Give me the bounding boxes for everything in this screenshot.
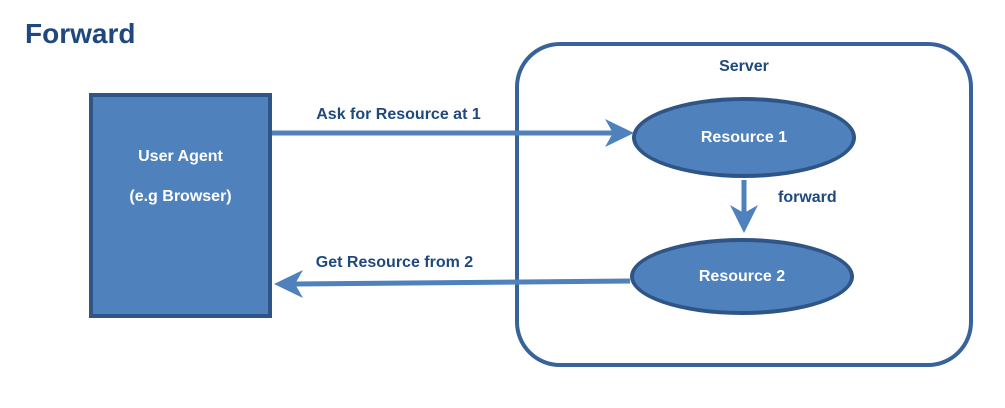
user-agent-label: User Agent (138, 148, 223, 165)
diagram-title: Forward (25, 18, 136, 49)
server-container: Server (515, 42, 973, 367)
server-label: Server (719, 58, 769, 75)
user-agent-sublabel: (e.g Browser) (129, 188, 232, 205)
resource2-node: Resource 2 (630, 238, 854, 315)
resource1-node: Resource 1 (632, 97, 856, 178)
edge-label-ask: Ask for Resource at 1 (316, 106, 481, 123)
edge-label-get: Get Resource from 2 (315, 254, 474, 271)
user-agent-node: User Agent (e.g Browser) (89, 93, 272, 318)
resource2-label: Resource 2 (698, 267, 786, 285)
edge-label-forward: forward (778, 189, 837, 206)
resource1-label: Resource 1 (700, 128, 788, 146)
